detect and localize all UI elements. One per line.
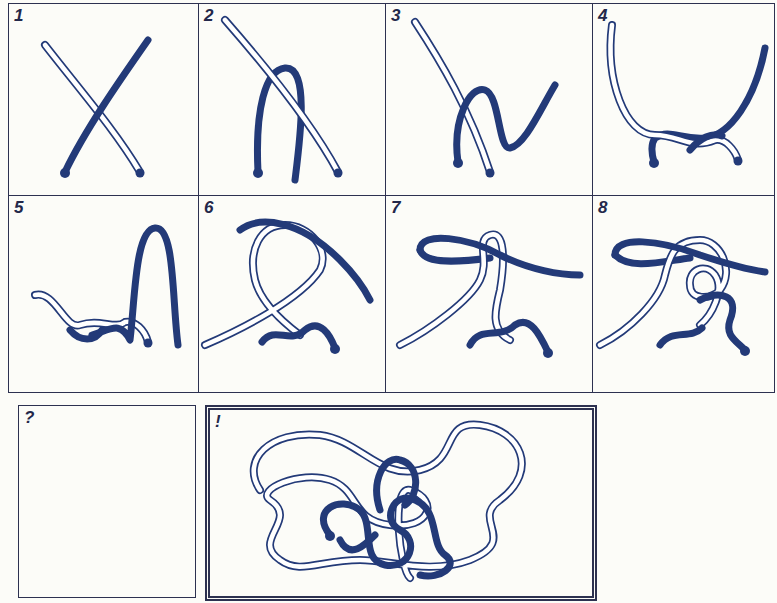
panel-number: 6 bbox=[204, 198, 213, 218]
panel-number: 2 bbox=[204, 6, 213, 26]
rope-step-8 bbox=[600, 240, 765, 356]
comic-panel: 6 bbox=[198, 195, 386, 393]
rope-step-2 bbox=[225, 20, 343, 180]
panel-number: 3 bbox=[391, 6, 400, 26]
comic-panel: 5 bbox=[8, 195, 199, 393]
rope-step-5 bbox=[35, 228, 178, 348]
comic-panel: 2 bbox=[198, 3, 386, 196]
comic-panel: 1 bbox=[8, 3, 199, 196]
panel-number: 8 bbox=[598, 198, 607, 218]
panel-number: 7 bbox=[391, 198, 400, 218]
panel-number: ! bbox=[215, 412, 221, 432]
rope-step-1 bbox=[45, 40, 148, 178]
comic-panel: ! bbox=[205, 405, 597, 601]
panel-number: ? bbox=[24, 408, 34, 428]
panel-number: 4 bbox=[598, 6, 607, 26]
tangled-ropes bbox=[254, 425, 522, 578]
rope-step-3 bbox=[415, 22, 555, 178]
rope-step-4 bbox=[611, 25, 765, 168]
rope-step-6 bbox=[205, 222, 370, 354]
comic-panel: 4 bbox=[592, 3, 775, 196]
panel-number: 1 bbox=[14, 6, 23, 26]
comic-panel: 7 bbox=[385, 195, 593, 393]
panel-number: 5 bbox=[14, 198, 23, 218]
comic-panel: ? bbox=[18, 405, 196, 598]
rope-step-7 bbox=[400, 234, 580, 358]
comic-panel: 3 bbox=[385, 3, 593, 196]
comic-panel: 8 bbox=[592, 195, 775, 393]
